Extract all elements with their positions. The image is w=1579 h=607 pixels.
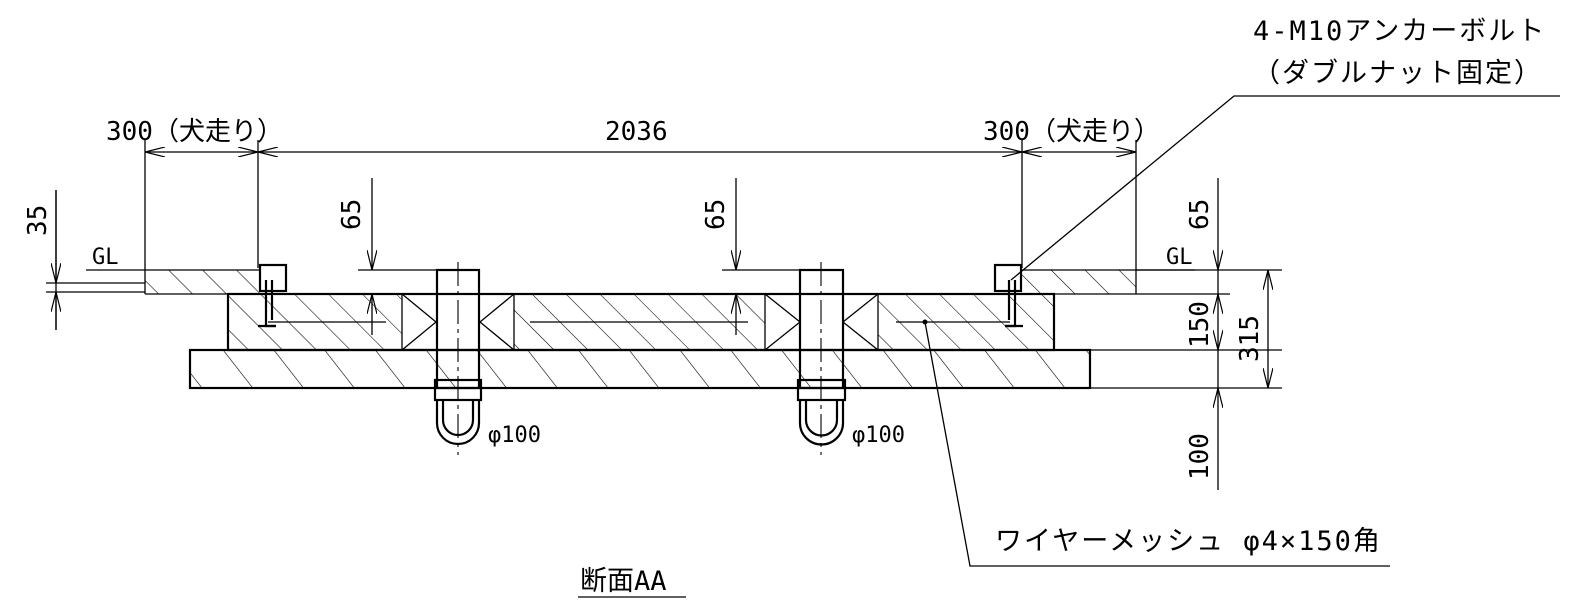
gl-label-left: GL [92, 245, 119, 270]
dim-right-walkway: 300（犬走り） [983, 117, 1160, 147]
pipe-right [796, 262, 847, 455]
anchor-bolt-right [993, 263, 1023, 328]
leader-mesh [922, 319, 1390, 567]
note-anchor-line1: 4-M10アンカーボルト [1253, 16, 1546, 47]
anchor-bolt-left [258, 263, 288, 328]
base-slab [188, 348, 1092, 390]
pipe-label-right: φ100 [852, 423, 905, 448]
section-title: 断面AA [580, 566, 667, 597]
note-mesh: ワイヤーメッシュ φ4×150角 [995, 526, 1382, 557]
dim-horizontal [144, 140, 1137, 270]
pipe-left [433, 262, 483, 455]
dim-bottom-100: 100 [1185, 433, 1215, 480]
pipe-label-left: φ100 [488, 423, 541, 448]
note-anchor-line2: （ダブルナット固定） [1253, 58, 1543, 89]
dim-inner-65-left: 65 [337, 199, 367, 230]
dim-inner-65-mid: 65 [701, 199, 731, 230]
gl-label-right: GL [1166, 245, 1193, 270]
upper-slab [226, 292, 1056, 352]
dim-cover-35: 35 [23, 205, 53, 236]
dim-left-walkway: 300（犬走り） [106, 117, 283, 147]
dim-vertical [46, 178, 1282, 490]
walkway-left [144, 269, 260, 295]
leader-anchor [1010, 95, 1560, 281]
dim-top-65-right: 65 [1185, 199, 1215, 230]
dim-total-315: 315 [1235, 315, 1265, 362]
dim-slab-150: 150 [1185, 301, 1215, 348]
dim-span: 2036 [605, 117, 668, 147]
walkway-right [1022, 269, 1137, 295]
